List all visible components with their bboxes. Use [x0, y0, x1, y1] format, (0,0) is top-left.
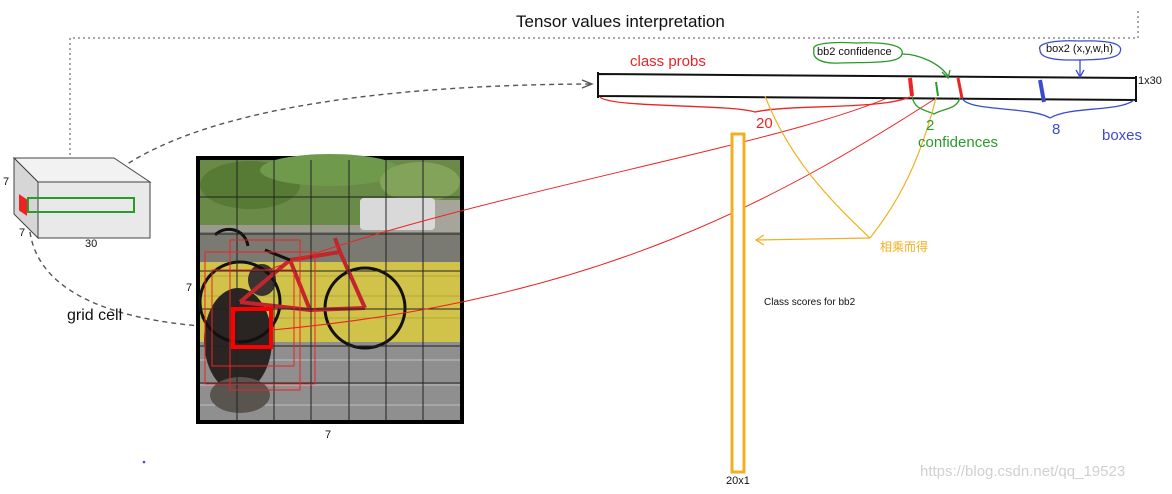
- orange-line-from-probs: [764, 95, 871, 239]
- grid-image: [196, 154, 464, 424]
- boxes-label: boxes: [1102, 127, 1143, 144]
- class-scores-column: [730, 132, 746, 474]
- watermark: https://blog.csdn.net/qq_19523: [920, 463, 1126, 480]
- output-volume: [12, 156, 152, 240]
- dashed-curve-to-tensor: [81, 83, 591, 206]
- volume-width-label: 30: [85, 238, 98, 250]
- confidences-label: confidences: [918, 134, 999, 151]
- grid-bottom-label: 7: [325, 429, 332, 441]
- red-line-lower: [271, 85, 956, 331]
- highlighted-grid-cell: [231, 307, 273, 349]
- diagram-title: Tensor values interpretation: [516, 12, 725, 31]
- class-scores-label: Class scores for bb2: [764, 297, 856, 308]
- box2-bubble: [1039, 40, 1122, 61]
- bb2-confidence-bubble: [813, 41, 903, 64]
- brace-boxes: [961, 97, 1135, 119]
- stray-dot: [142, 460, 146, 464]
- predicted-box-3: [211, 269, 295, 367]
- predicted-box-2: [229, 239, 301, 391]
- dashed-curve-to-grid-cell: [29, 231, 201, 327]
- arrow-head-to-tensor: [581, 79, 594, 89]
- count-8-label: 8: [1052, 121, 1061, 138]
- volume-green-slice: [27, 197, 135, 213]
- red-line-upper: [267, 85, 913, 271]
- volume-height-label: 7: [3, 176, 10, 188]
- volume-depth-label: 7: [19, 227, 26, 239]
- blue-marker: [1038, 79, 1046, 103]
- top-dotted-connector: [69, 10, 1139, 160]
- bb2-confidence-arrow: [901, 53, 949, 77]
- orange-line-from-conf: [869, 97, 937, 239]
- predicted-box-1: [204, 251, 316, 385]
- count-2-label: 2: [926, 117, 935, 134]
- tensor-size-label: 1x30: [1138, 75, 1162, 87]
- class-probs-label: class probs: [630, 53, 706, 70]
- tensor-bar: [597, 72, 1137, 103]
- orange-arrow-to-column: [755, 237, 871, 241]
- orange-arrow-head: [754, 234, 765, 246]
- column-size-label: 20x1: [726, 475, 750, 487]
- brace-confidences: [911, 95, 961, 115]
- box2-label: box2 (x,y,w,h): [1046, 43, 1114, 55]
- red-boundary-1: [908, 77, 914, 97]
- multiply-note: 相乘而得: [880, 240, 929, 254]
- grid-cell-label: grid cell: [67, 307, 123, 324]
- box2-arrow-head: [1075, 69, 1085, 79]
- red-boundary-2: [956, 77, 964, 99]
- volume-red-cell: [19, 194, 27, 216]
- bb2-confidence-label: bb2 confidence: [817, 46, 892, 58]
- green-marker: [935, 81, 939, 97]
- brace-class-probs: [599, 96, 911, 113]
- grid-side-label: 7: [186, 282, 193, 294]
- grid-lines: [200, 160, 460, 420]
- bb2-confidence-arrow-head: [941, 69, 951, 80]
- count-20-label: 20: [756, 115, 773, 132]
